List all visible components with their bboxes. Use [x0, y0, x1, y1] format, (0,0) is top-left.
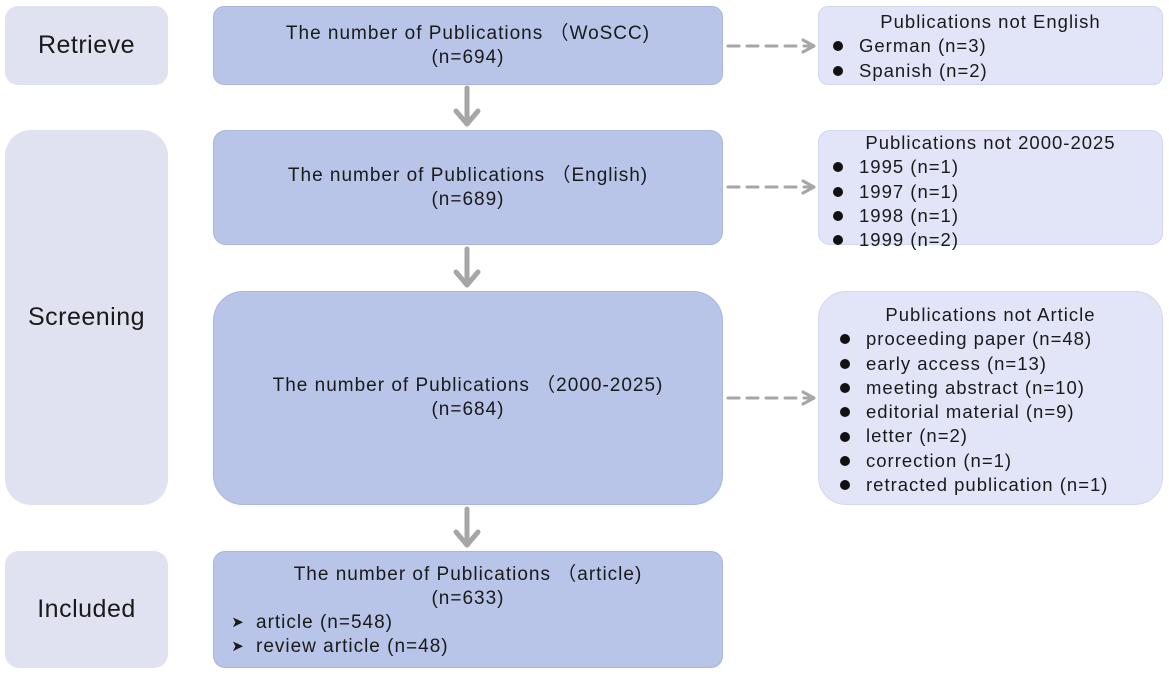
list-item: 1998 (n=1) — [833, 204, 1162, 228]
bullet-dot-icon — [840, 455, 850, 466]
box-article: The number of Publications （article) (n=… — [213, 551, 723, 668]
box-article-list: ➤ article (n=548) ➤ review article (n=48… — [230, 611, 449, 659]
stage-retrieve: Retrieve — [5, 6, 168, 85]
box-years-count: (n=684) — [431, 399, 505, 420]
box-woscc-count: (n=694) — [431, 46, 505, 68]
down-arrow-icon — [453, 85, 481, 127]
side-not-article-list: proceeding paper (n=48) early access (n=… — [840, 327, 1162, 497]
bullet-dot-icon — [833, 41, 843, 52]
box-woscc: The number of Publications （WoSCC) (n=69… — [213, 6, 723, 85]
bullet-dot-icon — [840, 334, 850, 345]
arrowhead-bullet-icon: ➤ — [231, 614, 245, 631]
bullet-dot-icon — [833, 162, 843, 173]
list-item: 1999 (n=2) — [833, 228, 1162, 252]
list-item: proceeding paper (n=48) — [840, 327, 1162, 351]
side-box-not-article: Publications not Article proceeding pape… — [818, 291, 1163, 505]
box-woscc-title: The number of Publications （WoSCC) — [285, 22, 651, 44]
bullet-dot-icon — [833, 65, 843, 76]
stage-retrieve-label: Retrieve — [37, 31, 136, 59]
list-item: ➤ review article (n=48) — [231, 636, 449, 657]
arrowhead-bullet-icon: ➤ — [231, 638, 245, 655]
list-item: 1997 (n=1) — [833, 180, 1162, 204]
list-item: retracted publication (n=1) — [840, 473, 1162, 497]
dashed-arrow-icon — [726, 179, 816, 195]
bullet-dot-icon — [840, 480, 850, 491]
dashed-arrow-icon — [726, 390, 816, 406]
list-item: Spanish (n=2) — [833, 59, 1162, 83]
list-item: ➤ article (n=548) — [231, 612, 393, 633]
bullet-dot-icon — [840, 431, 850, 442]
side-not-english-list: German (n=3) Spanish (n=2) — [833, 34, 1162, 83]
side-not-years-title: Publications not 2000-2025 — [865, 132, 1116, 153]
stage-screening: Screening — [5, 130, 168, 505]
bullet-dot-icon — [840, 383, 850, 394]
list-item: German (n=3) — [833, 34, 1162, 58]
side-box-not-years: Publications not 2000-2025 1995 (n=1) 19… — [818, 130, 1163, 250]
box-english: The number of Publications （English) (n=… — [213, 130, 723, 245]
bullet-dot-icon — [833, 186, 843, 197]
list-item: meeting abstract (n=10) — [840, 376, 1162, 400]
dashed-arrow-icon — [726, 38, 816, 54]
down-arrow-icon — [453, 506, 481, 548]
list-item: early access (n=13) — [840, 352, 1162, 376]
bullet-dot-icon — [840, 407, 850, 418]
box-english-title: The number of Publications （English) — [287, 164, 649, 186]
stage-included: Included — [5, 551, 168, 668]
stage-included-label: Included — [37, 595, 136, 623]
list-item: correction (n=1) — [840, 449, 1162, 473]
bullet-dot-icon — [833, 235, 843, 246]
side-box-not-english: Publications not English German (n=3) Sp… — [818, 6, 1163, 85]
box-english-count: (n=689) — [431, 188, 505, 210]
bullet-dot-icon — [840, 358, 850, 369]
box-article-count: (n=633) — [431, 588, 505, 609]
bullet-dot-icon — [833, 211, 843, 222]
list-item: editorial material (n=9) — [840, 400, 1162, 424]
box-article-title: The number of Publications （article) — [293, 564, 643, 585]
box-years: The number of Publications （2000-2025) (… — [213, 291, 723, 505]
down-arrow-icon — [453, 246, 481, 288]
box-years-title: The number of Publications （2000-2025) — [272, 375, 664, 396]
list-item: letter (n=2) — [840, 424, 1162, 448]
side-not-article-title: Publications not Article — [885, 304, 1096, 325]
side-not-english-title: Publications not English — [880, 11, 1101, 32]
side-not-years-list: 1995 (n=1) 1997 (n=1) 1998 (n=1) 1999 (n… — [833, 155, 1162, 252]
stage-screening-label: Screening — [27, 303, 146, 331]
list-item: 1995 (n=1) — [833, 155, 1162, 179]
